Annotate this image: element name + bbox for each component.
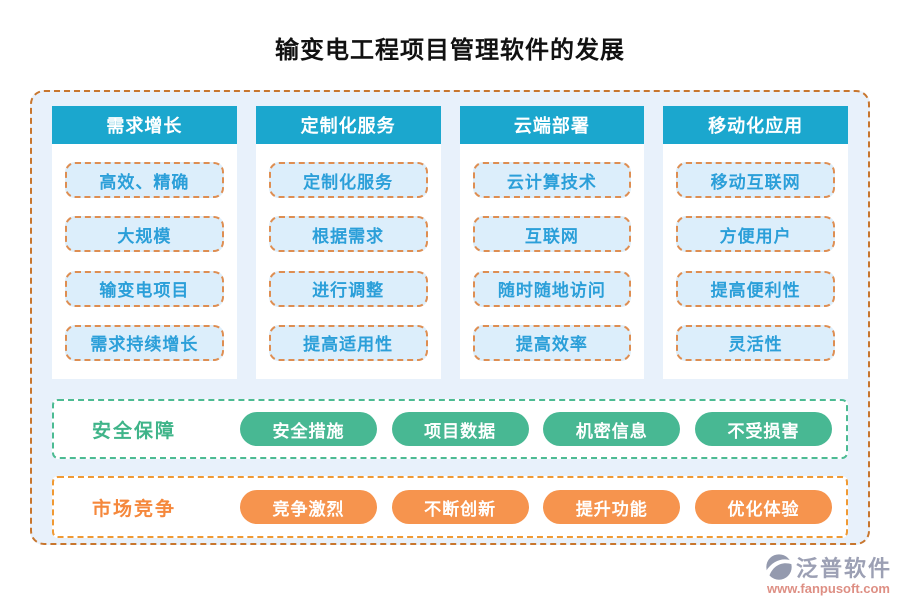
fanpu-logo-top: 泛普软件 [765,551,892,583]
column-body: 高效、精确 大规模 输变电项目 需求持续增长 [52,144,237,379]
fanpu-logo-name: 泛普软件 [795,556,892,581]
column-header: 定制化服务 [255,106,441,144]
security-row-label: 安全保障 [91,420,176,442]
column-demand-growth: 需求增长 高效、精确 大规模 输变电项目 需求持续增长 [52,106,237,379]
security-pill: 安全措施 [240,412,377,446]
feature-item: 云计算技术 [472,162,632,199]
column-customization: 定制化服务 定制化服务 根据需求 进行调整 提高适用性 [255,106,441,379]
column-cloud-deploy: 云端部署 云计算技术 互联网 随时随地访问 提高效率 [459,106,645,379]
feature-columns: 需求增长 高效、精确 大规模 输变电项目 需求持续增长 定制化服务 定制化服务 … [52,106,848,379]
security-row: 安全保障 安全措施 项目数据 机密信息 不受损害 [52,399,848,459]
market-pill: 优化体验 [694,490,832,524]
market-pill: 竞争激烈 [240,490,377,524]
security-pill: 项目数据 [391,412,529,446]
feature-item: 根据需求 [268,216,428,253]
feature-item: 提高效率 [472,324,632,361]
column-header: 需求增长 [52,106,237,144]
market-pills: 竞争激烈 不断创新 提升功能 优化体验 [214,490,832,524]
feature-item: 需求持续增长 [65,324,224,361]
security-pills: 安全措施 项目数据 机密信息 不受损害 [214,412,832,446]
fanpu-logo: 泛普软件 www.fanpusoft.com [765,551,892,596]
feature-item: 提高便利性 [676,270,835,307]
column-body: 移动互联网 方便用户 提高便利性 灵活性 [663,144,848,379]
page-title: 输变电工程项目管理软件的发展 [275,37,625,64]
feature-item: 随时随地访问 [472,270,632,307]
security-pill: 不受损害 [694,412,832,446]
feature-item: 移动互联网 [676,162,835,199]
feature-item: 灵活性 [676,324,835,361]
feature-item: 高效、精确 [65,162,224,199]
feature-item: 定制化服务 [268,162,428,199]
column-body: 云计算技术 互联网 随时随地访问 提高效率 [460,144,645,379]
feature-item: 提高适用性 [268,324,428,361]
feature-item: 输变电项目 [65,270,224,307]
security-pill: 机密信息 [543,412,681,446]
main-container: 需求增长 高效、精确 大规模 输变电项目 需求持续增长 定制化服务 定制化服务 … [30,90,870,545]
column-body: 定制化服务 根据需求 进行调整 提高适用性 [256,144,441,379]
market-pill: 提升功能 [543,490,681,524]
market-row-label: 市场竞争 [91,498,176,520]
feature-item: 大规模 [65,216,224,253]
column-mobile-app: 移动化应用 移动互联网 方便用户 提高便利性 灵活性 [663,106,848,379]
fanpu-logo-url[interactable]: www.fanpusoft.com [766,581,890,596]
fanpu-logo-icon [765,554,793,580]
market-row: 市场竞争 竞争激烈 不断创新 提升功能 优化体验 [52,476,848,538]
market-pill: 不断创新 [391,490,529,524]
column-header: 云端部署 [459,106,645,144]
feature-item: 进行调整 [268,270,428,307]
feature-item: 互联网 [472,216,632,253]
feature-item: 方便用户 [676,216,835,253]
column-header: 移动化应用 [663,106,848,144]
